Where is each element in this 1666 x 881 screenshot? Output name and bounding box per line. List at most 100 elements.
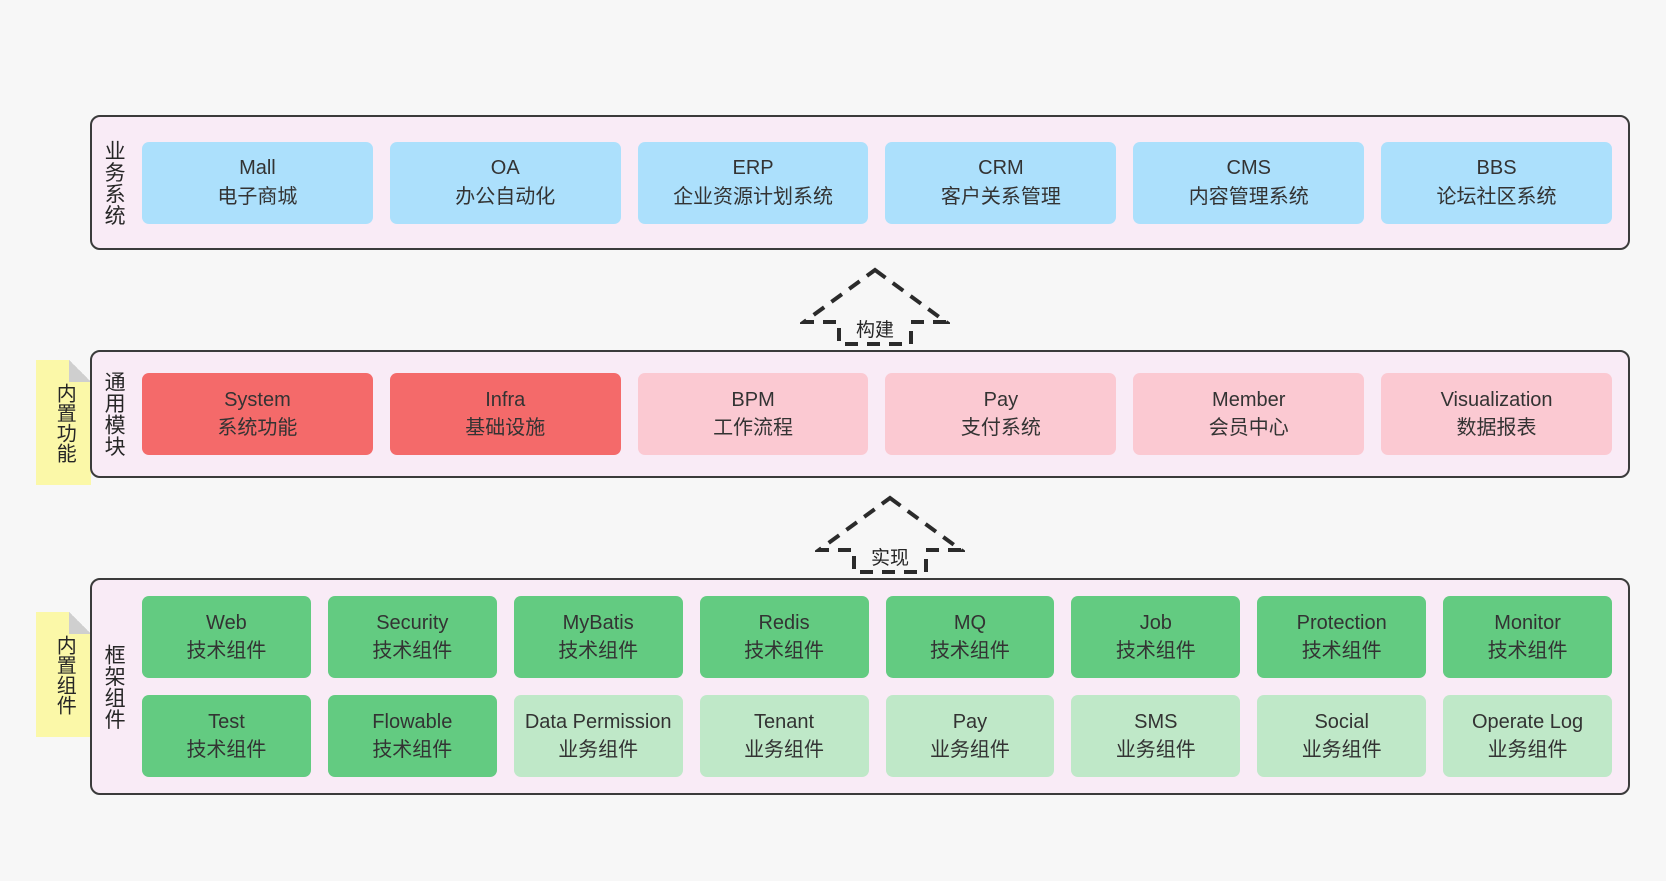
layer-title-business-system: 业务系统 <box>102 139 126 226</box>
card-title-en: OA <box>490 157 520 180</box>
card-title-en: Tenant <box>754 710 815 733</box>
card-operate-log[interactable]: Operate Log 业务组件 <box>1443 695 1612 777</box>
card-title-en: Visualization <box>1440 388 1553 411</box>
card-title-cn: 业务组件 <box>558 739 639 761</box>
note-builtin-component: 内置组件 <box>36 612 91 737</box>
card-infra[interactable]: Infra 基础设施 <box>389 373 621 455</box>
card-title-cn: 客户关系管理 <box>940 185 1061 208</box>
card-system[interactable]: System 系统功能 <box>142 373 373 455</box>
card-title-en: Security <box>376 611 449 634</box>
card-sms[interactable]: SMS 业务组件 <box>1071 695 1241 777</box>
card-title-en: BPM <box>731 388 775 411</box>
card-row: Mall 电子商城 OA 办公自动化 ERP 企业资源计划系统 CRM 客户关系… <box>142 141 1612 224</box>
layer-common-module: 通用模块 System 系统功能 Infra 基础设施 BPM 工作流程 Pay… <box>90 350 1630 478</box>
card-pay-component[interactable]: Pay 业务组件 <box>885 695 1055 777</box>
card-title-cn: 基础设施 <box>465 417 546 439</box>
card-redis[interactable]: Redis 技术组件 <box>699 596 869 678</box>
layer-business-system: 业务系统 Mall 电子商城 OA 办公自动化 ERP 企业资源计划系统 CRM… <box>90 115 1630 250</box>
card-title-cn: 技术组件 <box>929 640 1010 662</box>
card-mq[interactable]: MQ 技术组件 <box>885 596 1055 678</box>
card-title-en: Mall <box>239 157 276 180</box>
card-oa[interactable]: OA 办公自动化 <box>389 141 621 224</box>
card-title-en: Redis <box>758 611 810 634</box>
card-test[interactable]: Test 技术组件 <box>142 695 311 777</box>
card-flowable[interactable]: Flowable 技术组件 <box>327 695 497 777</box>
card-row: Web 技术组件 Security 技术组件 MyBatis 技术组件 Redi… <box>142 596 1612 678</box>
implement-arrow-label: 实现 <box>870 548 909 569</box>
card-title-cn: 论坛社区系统 <box>1436 185 1557 208</box>
card-title-cn: 系统功能 <box>217 417 298 439</box>
card-title-cn: 技术组件 <box>372 640 453 662</box>
card-crm[interactable]: CRM 客户关系管理 <box>885 141 1117 224</box>
card-title-cn: 技术组件 <box>1115 640 1196 662</box>
build-arrow-label: 构建 <box>855 320 894 341</box>
card-data-permission[interactable]: Data Permission 业务组件 <box>513 695 683 777</box>
note-builtin-feature: 内置功能 <box>36 360 91 485</box>
card-title-en: Protection <box>1296 611 1387 634</box>
card-title-en: CRM <box>978 157 1024 180</box>
card-title-en: Web <box>206 611 247 634</box>
note-label: 内置组件 <box>53 634 76 715</box>
card-title-en: Monitor <box>1494 611 1561 634</box>
card-title-cn: 技术组件 <box>372 739 453 761</box>
card-title-cn: 技术组件 <box>186 739 267 761</box>
card-title-cn: 内容管理系统 <box>1188 185 1309 208</box>
card-title-en: Member <box>1212 388 1286 411</box>
card-title-en: ERP <box>732 157 774 180</box>
card-title-cn: 支付系统 <box>960 417 1041 439</box>
layer-title-framework-component: 框架组件 <box>102 643 126 730</box>
layer-body-framework-component: Web 技术组件 Security 技术组件 MyBatis 技术组件 Redi… <box>134 580 1628 793</box>
card-erp[interactable]: ERP 企业资源计划系统 <box>637 141 869 224</box>
card-title-cn: 业务组件 <box>744 739 825 761</box>
card-title-en: Flowable <box>372 710 453 733</box>
card-social[interactable]: Social 业务组件 <box>1257 695 1427 777</box>
card-title-en: MyBatis <box>562 611 634 634</box>
card-mybatis[interactable]: MyBatis 技术组件 <box>513 596 683 678</box>
card-security[interactable]: Security 技术组件 <box>327 596 497 678</box>
card-mall[interactable]: Mall 电子商城 <box>142 141 373 224</box>
layer-body-common-module: System 系统功能 Infra 基础设施 BPM 工作流程 Pay 支付系统… <box>134 352 1628 476</box>
layer-title-common-module: 通用模块 <box>102 371 126 457</box>
card-title-cn: 业务组件 <box>929 739 1010 761</box>
card-title-en: System <box>224 388 291 411</box>
card-title-en: Operate Log <box>1471 710 1584 733</box>
card-title-cn: 工作流程 <box>713 417 794 439</box>
card-cms[interactable]: CMS 内容管理系统 <box>1133 141 1365 224</box>
card-title-en: SMS <box>1134 710 1178 733</box>
card-title-cn: 技术组件 <box>186 640 267 662</box>
card-title-cn: 业务组件 <box>1115 739 1196 761</box>
card-title-en: Pay <box>952 710 988 733</box>
card-title-cn: 数据报表 <box>1456 417 1537 439</box>
note-label: 内置功能 <box>53 382 76 463</box>
card-title-cn: 会员中心 <box>1208 417 1289 439</box>
card-title-en: BBS <box>1476 157 1517 180</box>
card-row: System 系统功能 Infra 基础设施 BPM 工作流程 Pay 支付系统… <box>142 373 1612 455</box>
card-tenant[interactable]: Tenant 业务组件 <box>699 695 869 777</box>
card-monitor[interactable]: Monitor 技术组件 <box>1443 596 1612 678</box>
card-title-cn: 技术组件 <box>744 640 825 662</box>
card-title-cn: 业务组件 <box>1487 739 1568 761</box>
card-bpm[interactable]: BPM 工作流程 <box>637 373 869 455</box>
card-title-en: Data Permission <box>524 710 672 733</box>
card-web[interactable]: Web 技术组件 <box>142 596 311 678</box>
card-member[interactable]: Member 会员中心 <box>1133 373 1365 455</box>
card-title-cn: 技术组件 <box>1487 640 1568 662</box>
card-title-en: Pay <box>983 388 1019 411</box>
card-title-cn: 业务组件 <box>1301 739 1382 761</box>
card-title-cn: 电子商城 <box>217 185 298 208</box>
card-title-cn: 企业资源计划系统 <box>673 185 834 208</box>
card-title-en: Test <box>208 710 245 733</box>
card-row: Test 技术组件 Flowable 技术组件 Data Permission … <box>142 695 1612 777</box>
build-arrow: 构建 <box>800 266 950 348</box>
card-title-en: CMS <box>1226 157 1271 180</box>
card-job[interactable]: Job 技术组件 <box>1071 596 1241 678</box>
layer-body-business-system: Mall 电子商城 OA 办公自动化 ERP 企业资源计划系统 CRM 客户关系… <box>134 117 1628 248</box>
implement-arrow: 实现 <box>815 494 965 576</box>
card-bbs[interactable]: BBS 论坛社区系统 <box>1381 141 1612 224</box>
card-protection[interactable]: Protection 技术组件 <box>1257 596 1427 678</box>
card-title-en: MQ <box>953 611 987 634</box>
card-visualization[interactable]: Visualization 数据报表 <box>1381 373 1612 455</box>
card-title-en: Infra <box>485 388 526 411</box>
card-pay[interactable]: Pay 支付系统 <box>885 373 1117 455</box>
